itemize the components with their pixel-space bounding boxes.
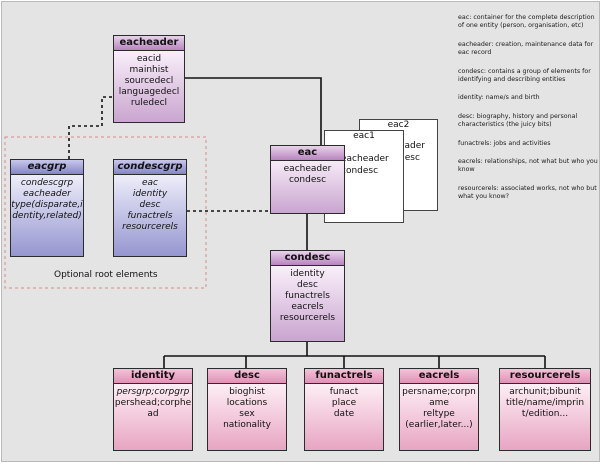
desc-box: desc bioghist locations sex nationality <box>207 368 287 451</box>
eac1-field: eacheader <box>341 154 389 164</box>
eacgrp-title: eacgrp <box>11 160 83 175</box>
eacheader-field: sourcedecl <box>124 76 174 86</box>
desc-field: locations <box>226 398 268 408</box>
note-resourcerels: resourcerels: associated works, not who … <box>458 184 597 201</box>
condesc-title: condesc <box>271 251 344 266</box>
eacheader-field: mainhist <box>129 65 169 75</box>
desc-field: nationality <box>223 420 271 430</box>
condescgrp-field: identity <box>132 189 168 199</box>
eacheader-eac-connector <box>185 77 322 145</box>
eacgrp-field: type(disparate,i <box>11 200 83 210</box>
eacrels-field: ame <box>429 398 449 408</box>
note-identity: identity: name/s and birth <box>458 94 540 102</box>
condesc-field: funactrels <box>285 291 330 301</box>
resourcerels-box: resourcerels archunit;bibunit title/name… <box>499 368 591 451</box>
condesc-field: identity <box>290 269 325 279</box>
identity-field: persgrp;corpgrp <box>116 387 190 397</box>
funactrels-field: place <box>331 398 357 408</box>
note-desc: desc: biography, history and personal ch… <box>458 112 578 129</box>
condesc-field: resourcerels <box>279 313 336 323</box>
note-eacrels: eacrels: relationships, not what but who… <box>458 158 598 174</box>
eac2-field: eader <box>399 141 426 151</box>
funactrels-field: funact <box>329 387 359 397</box>
eacrels-field: (earlier,later...) <box>405 420 473 430</box>
funactrels-title: funactrels <box>305 369 383 384</box>
resourcerels-title: resourcerels <box>500 369 590 384</box>
eacrels-box: eacrels persname;corpn ame reltype (earl… <box>399 368 479 451</box>
eac-title: eac <box>271 146 344 161</box>
condescgrp-title: condescgrp <box>114 160 186 175</box>
eac-field: condesc <box>288 175 327 185</box>
note-eacheader: eacheader: creation, maintenance data fo… <box>458 40 594 57</box>
eacheader-field: ruledecl <box>130 98 168 108</box>
optional-elements-region <box>4 136 207 289</box>
condesc-box: condesc identity desc funactrels eacrels… <box>270 250 345 342</box>
condesc-field: desc <box>297 280 318 290</box>
condescgrp-field: eac <box>141 178 158 188</box>
note-condesc: condesc: contains a group of elements fo… <box>458 67 591 84</box>
eacgrp-eacheader-connector <box>68 96 113 159</box>
resourcerels-field: archunit;bibunit <box>509 387 581 397</box>
eacgrp-box: eacgrp condescgrp eacheader type(dispara… <box>10 159 84 257</box>
eacgrp-field: eacheader <box>23 189 71 199</box>
eacrels-title: eacrels <box>400 369 478 384</box>
eacgrp-field: dentity,related) <box>12 211 82 221</box>
condescgrp-field: resourcerels <box>122 222 178 232</box>
eacheader-field: eacid <box>136 54 162 64</box>
condescgrp-field: funactrels <box>127 211 173 221</box>
eac-field: eacheader <box>283 164 332 174</box>
identity-title: identity <box>114 369 192 384</box>
identity-box: identity persgrp;corpgrp pershead;corphe… <box>113 368 193 451</box>
condescgrp-box: condescgrp eac identity desc funactrels … <box>113 159 187 257</box>
eacheader-title: eacheader <box>114 36 184 51</box>
condesc-field: eacrels <box>291 302 324 312</box>
eac1-title: eac1 <box>353 131 375 141</box>
notes-panel: eac: container for the complete descript… <box>458 14 598 212</box>
note-funactrels: funactrels: jobs and activities <box>458 139 551 147</box>
eacheader-box: eacheader eacid mainhist sourcedecl lang… <box>113 35 185 123</box>
eac2-field: desc <box>399 153 420 163</box>
desc-title: desc <box>208 369 286 384</box>
optional-root-caption: Optional root elements <box>54 270 158 280</box>
eacheader-field: languagedecl <box>118 87 180 97</box>
eac1-field: condesc <box>341 166 379 176</box>
resourcerels-field: t/edition... <box>521 409 569 419</box>
eac-box: eac eacheader condesc <box>270 145 345 214</box>
funactrels-box: funactrels funact place date <box>304 368 384 451</box>
funactrels-field: date <box>333 409 355 419</box>
identity-field: pershead;corphe <box>114 398 192 408</box>
eac2-title: eac2 <box>387 120 410 130</box>
desc-field: sex <box>239 409 255 419</box>
eacrels-field: reltype <box>423 409 455 419</box>
note-eac: eac: container for the complete descript… <box>458 14 595 30</box>
eacgrp-field: condescgrp <box>20 178 74 188</box>
eacrels-field: persname;corpn <box>402 387 476 397</box>
condescgrp-field: desc <box>139 200 161 210</box>
desc-field: bioghist <box>229 387 265 397</box>
identity-field: ad <box>147 409 159 419</box>
resourcerels-field: title/name/imprin <box>505 398 585 408</box>
